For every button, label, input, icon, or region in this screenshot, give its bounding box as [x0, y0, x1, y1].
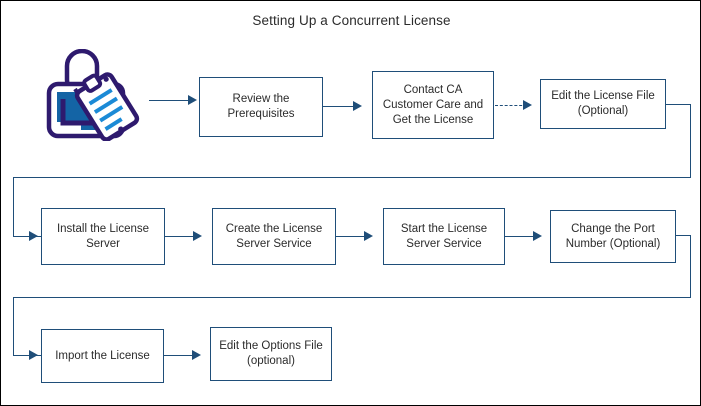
connector-n6-to-n7 [505, 236, 537, 238]
node-import-the-license[interactable]: Import the License [41, 329, 164, 383]
arrowhead-n8-to-n9 [192, 350, 201, 360]
connector-row3-entry-right [13, 355, 41, 357]
node-edit-the-license-file[interactable]: Edit the License File (Optional) [540, 79, 666, 129]
connector-n5-to-n6 [336, 236, 368, 238]
connector-row2-to-row3-across [13, 297, 691, 299]
person-with-clipboard-icon [45, 48, 147, 142]
node-review-the-prerequisites[interactable]: Review the Prerequisites [199, 77, 323, 137]
connector-row2-entry-down [13, 177, 15, 237]
node-contact-ca-customer-care[interactable]: Contact CA Customer Care and Get the Lic… [372, 71, 494, 139]
node-create-the-license-server-service[interactable]: Create the License Server Service [212, 208, 336, 265]
node-label: Install the License Server [56, 222, 150, 250]
node-label: Import the License [55, 349, 150, 362]
connector-n7-wrap-right [676, 235, 691, 237]
connector-n3-wrap-down [689, 104, 691, 178]
connector-row2-entry-right [13, 236, 41, 238]
node-label: Review the Prerequisites [227, 93, 295, 120]
connector-icon-to-n1 [149, 100, 191, 102]
arrowhead-into-n4 [29, 231, 38, 241]
arrowhead-n5-to-n6 [364, 231, 373, 241]
node-label: Contact CA Customer Care and Get the Lic… [382, 83, 484, 126]
node-label: Start the License Server Service [400, 222, 488, 250]
connector-row1-to-row2-across [13, 177, 691, 179]
arrowhead-n4-to-n5 [193, 231, 202, 241]
arrowhead-icon-to-n1 [188, 95, 197, 105]
connector-n4-to-n5 [165, 236, 197, 238]
node-install-the-license-server[interactable]: Install the License Server [41, 208, 165, 265]
node-label: Create the License Server Service [225, 222, 323, 250]
arrowhead-n6-to-n7 [533, 231, 542, 241]
node-edit-the-options-file[interactable]: Edit the Options File (optional) [210, 327, 332, 381]
page-title: Setting Up a Concurrent License [252, 13, 451, 28]
connector-n8-to-n9 [164, 355, 196, 357]
connector-n1-to-n2 [323, 106, 355, 108]
node-label: Change the Port Number (Optional) [565, 222, 661, 250]
node-label: Edit the License File (Optional) [551, 90, 655, 117]
connector-n3-wrap-right [666, 104, 691, 106]
arrowhead-n1-to-n2 [353, 101, 362, 111]
connector-n7-wrap-down [689, 235, 691, 298]
arrowhead-n2-to-n3 [523, 100, 532, 110]
connector-n2-to-n3-dashed [495, 105, 527, 106]
arrowhead-into-n8 [29, 350, 38, 360]
node-start-the-license-server-service[interactable]: Start the License Server Service [383, 208, 505, 265]
node-label: Edit the Options File (optional) [219, 340, 323, 367]
node-change-the-port-number[interactable]: Change the Port Number (Optional) [550, 210, 676, 263]
connector-row3-entry-down [13, 297, 15, 356]
